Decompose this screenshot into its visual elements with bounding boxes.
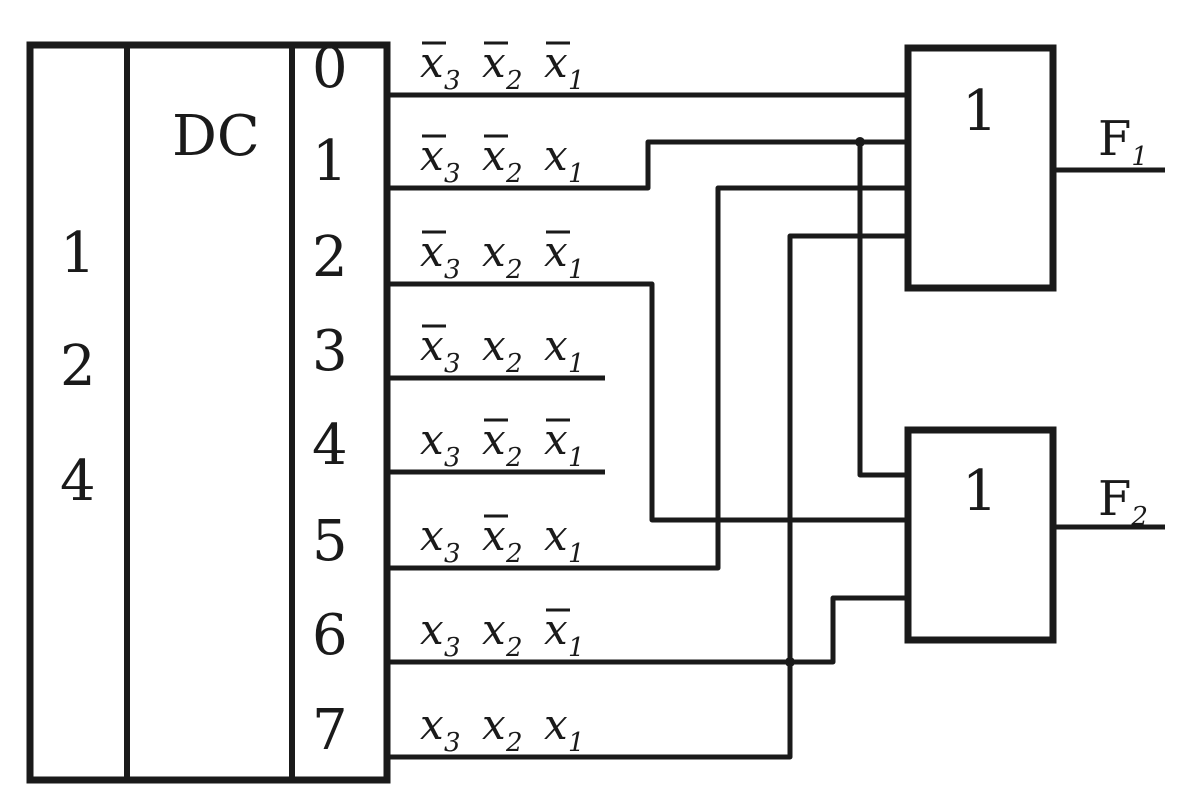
minterm-variable: x xyxy=(482,700,506,749)
minterm-variable: x xyxy=(420,511,444,560)
junction-dot xyxy=(785,657,795,667)
minterm-subscript: 3 xyxy=(444,539,461,569)
or-gate-2-body xyxy=(904,426,1057,644)
minterm-variable: x xyxy=(544,321,568,370)
minterm-variable: x xyxy=(544,38,568,87)
wire-out6-to-gate2 xyxy=(387,595,908,665)
decoder-output-number: 5 xyxy=(312,509,348,574)
minterm-variable: x xyxy=(482,415,506,464)
decoder-input-weights: 1 2 4 xyxy=(60,221,96,514)
decoder-input-weight: 2 xyxy=(60,334,96,399)
minterm-subscript: 2 xyxy=(505,539,523,569)
minterm-variable: x xyxy=(420,38,444,87)
minterm-variable: x xyxy=(544,700,568,749)
or-gate-1-symbol: 1 xyxy=(962,79,998,144)
decoder-output-numbers: 0 1 2 3 4 5 6 7 xyxy=(312,36,348,763)
minterm-variable: x xyxy=(544,227,568,276)
minterm-subscript: 3 xyxy=(444,349,461,379)
minterm-subscript: 1 xyxy=(568,539,585,569)
minterm-variable: x xyxy=(420,227,444,276)
minterm-variable: x xyxy=(482,131,506,180)
decoder-label: DC xyxy=(172,104,260,169)
minterm-variable: x xyxy=(544,511,568,560)
minterm-subscript: 3 xyxy=(444,633,461,663)
wire-out2-to-gate2 xyxy=(387,281,908,523)
wire-out7-to-gate1 xyxy=(387,233,908,760)
minterm-subscript: 1 xyxy=(568,728,585,758)
minterm-variable: x xyxy=(420,605,444,654)
minterm-variable: x xyxy=(482,321,506,370)
decoder-output-number: 4 xyxy=(312,413,348,478)
decoder-output-number: 3 xyxy=(312,319,348,384)
output-f2-label: F2 xyxy=(1098,471,1148,532)
minterm-subscript: 1 xyxy=(568,159,585,189)
minterm-subscript: 2 xyxy=(505,159,523,189)
minterm-subscript: 3 xyxy=(444,255,461,285)
minterm-subscript: 2 xyxy=(505,255,523,285)
minterm-subscript: 2 xyxy=(505,349,523,379)
minterm-variable: x xyxy=(420,131,444,180)
decoder-output-number: 0 xyxy=(312,36,348,101)
decoder-output-number: 2 xyxy=(312,225,348,290)
minterm-variable: x xyxy=(420,415,444,464)
minterm-subscript: 3 xyxy=(444,66,461,96)
minterm-subscript: 1 xyxy=(568,66,585,96)
minterm-variable: x xyxy=(482,38,506,87)
minterm-subscript: 1 xyxy=(568,443,585,473)
or-gate-1: 1 F1 xyxy=(904,44,1165,292)
minterm-subscript: 3 xyxy=(444,159,461,189)
wire-out5-to-gate1 xyxy=(387,185,908,571)
minterm-subscript: 3 xyxy=(444,443,461,473)
minterm-variable: x xyxy=(482,227,506,276)
minterm-variable: x xyxy=(482,511,506,560)
minterm-subscript: 2 xyxy=(505,633,523,663)
decoder-input-weight: 4 xyxy=(60,449,96,514)
decoder-output-number: 6 xyxy=(312,603,348,668)
decoder-output-number: 1 xyxy=(312,129,348,194)
wire-out1-to-gate2 xyxy=(857,142,908,478)
minterm-variable: x xyxy=(544,131,568,180)
decoder-block: DC 1 2 4 0 1 2 3 4 5 6 7 xyxy=(26,36,391,784)
decoder-input-weight: 1 xyxy=(60,221,96,286)
routing-wires xyxy=(387,92,908,760)
wire-out1-to-gate1 xyxy=(387,139,908,191)
decoder-output-number: 7 xyxy=(312,698,348,763)
minterm-subscript: 2 xyxy=(505,443,523,473)
minterm-subscript: 2 xyxy=(505,66,523,96)
minterm-variable: x xyxy=(482,605,506,654)
minterm-subscript: 1 xyxy=(568,633,585,663)
minterm-subscript: 1 xyxy=(568,255,585,285)
junction-dot xyxy=(855,137,865,147)
minterm-subscript: 1 xyxy=(568,349,585,379)
minterm-variable: x xyxy=(420,321,444,370)
decoder-outline xyxy=(26,41,391,784)
minterm-variable: x xyxy=(544,415,568,464)
or-gate-2: 1 F2 xyxy=(904,426,1165,644)
minterm-subscript: 2 xyxy=(505,728,523,758)
minterm-subscript: 3 xyxy=(444,728,461,758)
minterm-variable: x xyxy=(420,700,444,749)
output-f1-label: F1 xyxy=(1098,111,1148,172)
minterm-variable: x xyxy=(544,605,568,654)
or-gate-2-symbol: 1 xyxy=(962,459,998,524)
